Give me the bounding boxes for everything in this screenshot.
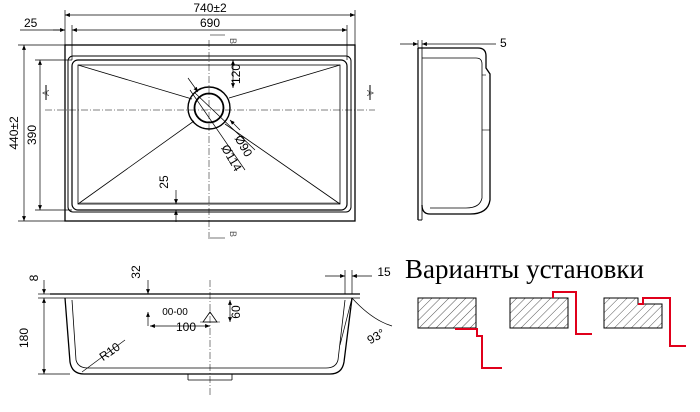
dim-drain-offset: 120 bbox=[229, 64, 243, 84]
side-view bbox=[417, 47, 491, 221]
dim-edge: 15 bbox=[377, 265, 391, 279]
plan-dimensions bbox=[18, 10, 371, 222]
dim-flange: 25 bbox=[24, 16, 38, 30]
section-mark-b-top: B bbox=[228, 38, 238, 44]
section-view bbox=[50, 280, 360, 395]
dim-inner-height: 390 bbox=[25, 125, 39, 145]
dim-overflow-height: 32 bbox=[129, 265, 143, 279]
dim-overall-width: 740±2 bbox=[193, 1, 227, 15]
dim-radius: R10 bbox=[97, 339, 123, 363]
overflow-mark: 00-00 bbox=[162, 307, 188, 318]
plan-dimension-labels: 740±2 690 25 440±2 390 120 25 Ø90 Ø114 A… bbox=[7, 1, 375, 237]
section-dimensions bbox=[38, 270, 393, 375]
side-dimensions bbox=[400, 40, 496, 48]
dim-depth: 180 bbox=[17, 328, 31, 348]
install-variant-1 bbox=[417, 297, 502, 369]
dim-drain-height: 60 bbox=[229, 305, 243, 319]
plan-bowl bbox=[71, 59, 348, 211]
dim-rim-thickness: 8 bbox=[27, 274, 41, 281]
section-mark-b-bottom: B bbox=[228, 231, 238, 237]
install-variant-2 bbox=[509, 291, 592, 335]
dim-side-rim: 5 bbox=[500, 36, 507, 50]
plan-view bbox=[45, 40, 375, 240]
plan-outer-rim bbox=[64, 44, 356, 222]
dim-inner-width: 690 bbox=[200, 16, 220, 30]
install-title: Варианты установки bbox=[405, 254, 644, 284]
install-variant-3 bbox=[603, 297, 686, 347]
dim-angle: 93° bbox=[365, 326, 388, 347]
plan-flange bbox=[67, 55, 352, 213]
section-mark-a-right: A bbox=[365, 90, 375, 96]
dim-rim-offset: 25 bbox=[157, 175, 171, 189]
dim-overall-height: 440±2 bbox=[7, 116, 21, 150]
dim-drain-width: 100 bbox=[176, 320, 196, 334]
section-mark-a-left: A bbox=[41, 90, 51, 96]
